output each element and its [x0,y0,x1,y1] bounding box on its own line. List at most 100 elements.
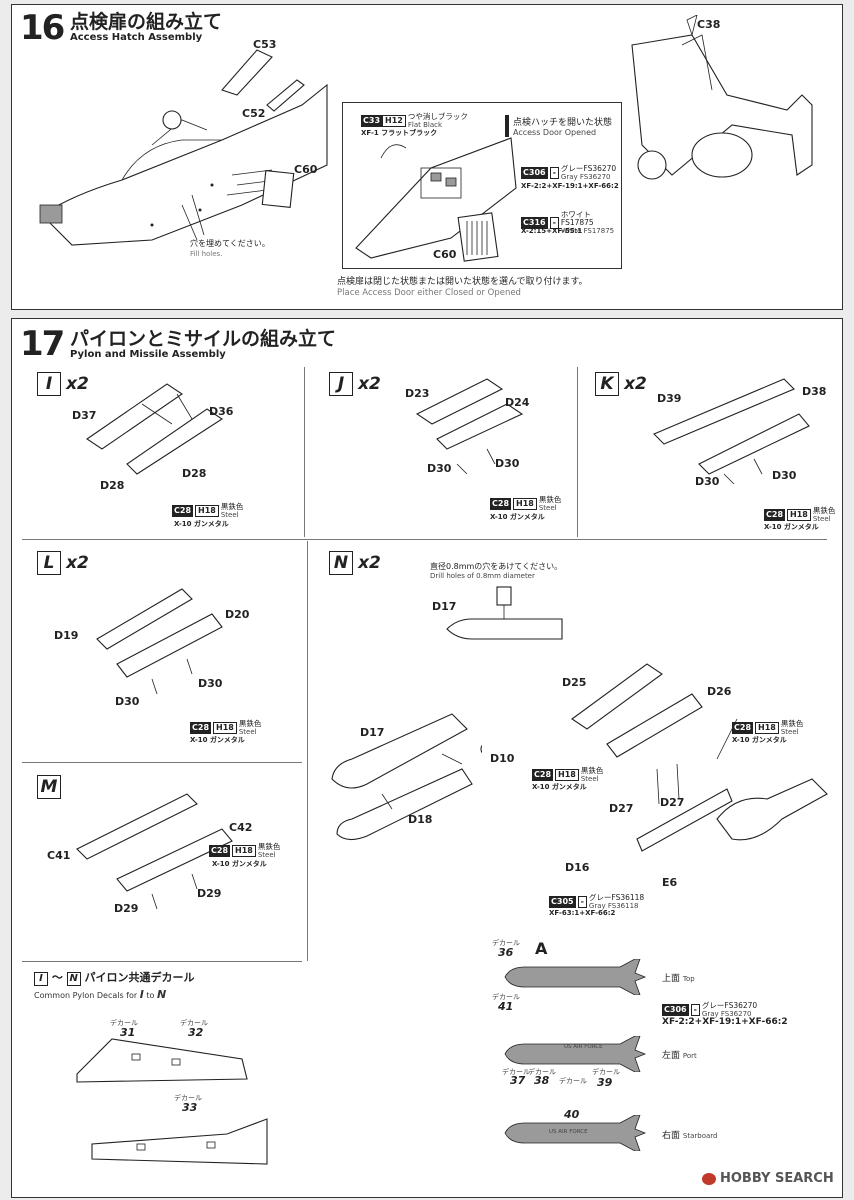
step17-number: 17 [20,324,65,364]
divider-v1 [304,367,305,537]
label-c42: C42 [229,821,253,834]
decal-word-38: デカール [528,1068,556,1076]
label-d27b: D27 [660,796,685,809]
decal-38: 38 [534,1074,550,1087]
hobby-search-watermark: HOBBY SEARCH [702,1171,834,1186]
divider-h2 [22,762,302,763]
step17-panel: 17 パイロンとミサイルの組み立て Pylon and Missile Asse… [11,318,843,1198]
label-d23: D23 [405,387,430,400]
step16-title-en: Access Hatch Assembly [70,32,203,43]
step16-number: 16 [20,8,65,48]
decal-33: 33 [182,1101,198,1114]
label-d30-j2: D30 [495,457,520,470]
c52-part [266,79,305,112]
label-d37: D37 [72,409,97,422]
tail-drawing [631,15,813,180]
missile-starboard-view [504,1115,647,1151]
paint-c306-mix: XF-2:2+XF-19:1+XF-66:2 [521,182,619,190]
label-d24: D24 [505,396,530,409]
paint-c306-missile-mix: XF-2:2+XF-19:1+XF-66:2 [662,1017,788,1027]
decal-pylon-top [76,1038,248,1083]
fill-holes-en: Fill holes. [190,250,223,258]
missile-d17-d18-drawing [331,713,482,841]
decal-37: 37 [510,1074,526,1087]
missile-port-label: 左面 Port [662,1051,697,1061]
c60-open-part [457,212,499,262]
step-i: I x2 [37,372,89,396]
missile-letter-a: A [535,939,548,958]
paint-c316-mix: X-2:15+XF-55:1 [521,227,583,235]
step-n: N x2 [329,551,381,575]
label-c38: C38 [697,18,721,31]
decal-31: 31 [120,1026,136,1039]
decal-word-31: デカール [110,1019,138,1027]
d17-drill-drawing [446,586,563,640]
paint-steel-n2-mix: X-10 ガンメタル [532,783,587,791]
common-decals-title: I ～ N パイロン共通デカール [34,969,195,986]
paint-steel-m-mix: X-10 ガンメタル [212,860,267,868]
label-d29a: D29 [197,887,222,900]
opened-jp: 点検ハッチを開いた状態 [513,118,613,128]
step16-title-jp: 点検扉の組み立て [70,11,223,33]
divider-h3 [22,961,302,962]
divider-v3 [307,541,308,961]
paint-steel-k-mix: X-10 ガンメタル [764,523,819,531]
decal-word-39b: デカール [559,1077,587,1085]
label-d39: D39 [657,392,682,405]
label-d26: D26 [707,685,732,698]
paint-steel-i-mix: X-10 ガンメタル [174,520,229,528]
pylon-k-drawing [653,378,810,484]
divider-h1 [22,539,827,540]
label-d19: D19 [54,629,79,642]
fill-holes-jp: 穴を埋めてください。 [190,239,270,248]
paint-steel-j-mix: X-10 ガンメタル [490,513,545,521]
step17-title-jp: パイロンとミサイルの組み立て [70,328,337,350]
paint-c305-mix: XF-63:1+XF-66:2 [549,909,616,917]
decal-word-32: デカール [180,1019,208,1027]
missile-starboard-label: 右面 Starboard [662,1131,718,1141]
label-d27a: D27 [609,802,634,815]
label-d25: D25 [562,676,587,689]
decal-40: 40 [564,1108,580,1121]
c53-part [221,49,273,96]
opened-bar [505,115,509,137]
missile-top-label: 上面 Top [662,974,695,984]
place-door-en: Place Access Door either Closed or Opene… [337,288,521,298]
decal-32: 32 [188,1026,204,1039]
step-l: L x2 [37,551,89,575]
label-d30-k2: D30 [772,469,797,482]
missile-top-view [504,959,647,995]
pylon-n-drawing [571,663,828,852]
label-d38: D38 [802,385,827,398]
step-k: K x2 [595,372,647,396]
missile-port-view [504,1036,647,1072]
decal-41: 41 [498,1000,514,1013]
label-d17-missile: D17 [360,726,385,739]
c60-part [261,170,295,208]
marking-port: US AIR FORCE [564,1044,603,1050]
label-d30-k1: D30 [695,475,720,488]
paint-steel-n1-mix: X-10 ガンメタル [732,736,787,744]
decal-word-37: デカール [502,1068,530,1076]
marking-starboard: US AIR FORCE [549,1129,588,1135]
place-door-jp: 点検扉は閉じた状態または開いた状態を選んで取り付けます。 [337,277,588,287]
fuselage-drawing [39,83,328,246]
label-d20: D20 [225,608,250,621]
decal-39: 39 [597,1076,613,1089]
label-c52: C52 [242,107,266,120]
decal-36: 36 [498,946,514,959]
decal-word-36: デカール [492,939,520,947]
label-d29b: D29 [114,902,139,915]
label-d18: D18 [408,813,433,826]
pylon-m-drawing [76,793,233,910]
